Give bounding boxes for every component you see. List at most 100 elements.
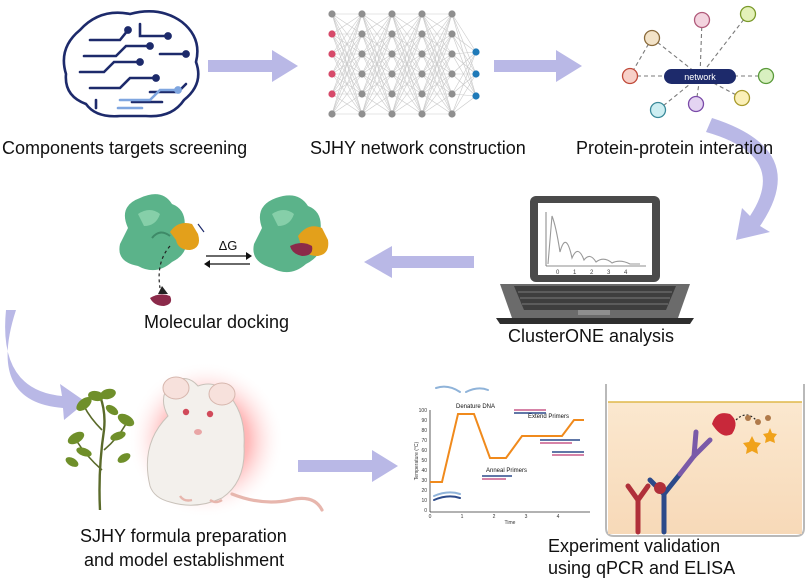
nn-node: [418, 70, 426, 78]
step-label-experiment-line2: using qPCR and ELISA: [548, 558, 736, 578]
laptop-tick-1: 1: [573, 270, 577, 276]
nn-node: [328, 10, 336, 18]
plant-icon: [65, 388, 135, 511]
ppi-node-green: [757, 67, 775, 85]
nn-node: [388, 50, 396, 58]
nn-node: [328, 110, 336, 118]
nn-node: [358, 10, 366, 18]
pcr-xtick: 3: [525, 514, 528, 520]
nn-node: [328, 90, 336, 98]
brain-highlight: [116, 86, 182, 110]
neural-network-icon: [328, 10, 480, 118]
nn-node: [388, 70, 396, 78]
network-badge: [664, 69, 736, 84]
ppi-node-red: [621, 67, 639, 85]
step-label-clusterone: ClusterONE analysis: [508, 326, 675, 346]
nn-node: [448, 90, 456, 98]
arrow-3-to-4-curve: [706, 118, 778, 240]
pcr-ylabel: Temperature (°C): [414, 441, 420, 480]
pcr-extend-label: Extend Primers: [528, 414, 569, 420]
arrow-4-to-5: [364, 246, 474, 278]
nn-node: [418, 110, 426, 118]
arrow-2-to-3: [494, 50, 582, 82]
mouse-icon: [128, 362, 324, 518]
nn-node: [358, 90, 366, 98]
nn-node: [448, 50, 456, 58]
enzyme-icon: [712, 413, 736, 436]
nn-node: [418, 50, 426, 58]
pcr-ytick: 70: [421, 438, 427, 444]
ppi-node-cyan: [649, 101, 667, 119]
nn-node: [448, 10, 456, 18]
pcr-xtick: 0: [429, 514, 432, 520]
nn-node: [328, 30, 336, 38]
equilibrium-arrows: [204, 252, 252, 268]
laptop-graph-line: [547, 215, 640, 265]
nn-node: [358, 30, 366, 38]
arrow-1-to-2: [208, 50, 298, 82]
delta-g-label: ΔG: [219, 238, 238, 253]
step-label-formula-prep-line1: SJHY formula preparation: [80, 526, 287, 546]
pcr-ytick: 100: [419, 408, 428, 414]
pcr-xtick: 1: [461, 514, 464, 520]
laptop-tick-2: 2: [590, 270, 594, 276]
laptop-icon: 0 1 2 3 4: [496, 196, 694, 324]
step-label-network-construction: SJHY network construction: [310, 138, 526, 158]
nn-node: [388, 110, 396, 118]
pcr-ytick: 50: [421, 458, 427, 464]
nn-node: [418, 10, 426, 18]
ppi-network-icon: network: [621, 5, 775, 119]
arrow-5-to-6-curve: [5, 310, 86, 420]
ppi-node-lime: [739, 5, 757, 23]
pcr-xtick: 2: [493, 514, 496, 520]
ppi-node-tan: [643, 29, 661, 47]
nn-node: [418, 90, 426, 98]
step-label-molecular-docking: Molecular docking: [144, 312, 290, 332]
network-badge-label: network: [684, 72, 716, 82]
pcr-ytick: 0: [424, 508, 427, 514]
pcr-temperature-line: [430, 413, 584, 483]
step-label-targets-screening: Components targets screening: [2, 138, 248, 158]
nn-node: [448, 110, 456, 118]
nn-node: [448, 70, 456, 78]
nn-node: [388, 90, 396, 98]
nn-node: [472, 70, 480, 78]
pcr-ytick: 60: [421, 448, 427, 454]
laptop-tick-0: 0: [556, 270, 560, 276]
pcr-ytick: 10: [421, 498, 427, 504]
nn-node: [328, 50, 336, 58]
docking-protein-left: [119, 194, 205, 306]
step-label-formula-prep-line2: and model establishment: [84, 550, 285, 570]
step-label-experiment-line1: Experiment validation: [548, 536, 721, 556]
pcr-ytick: 80: [421, 428, 427, 434]
pcr-ytick: 20: [421, 488, 427, 494]
pcr-ytick: 30: [421, 478, 427, 484]
flow-arrows: [5, 50, 778, 482]
ligand-right: [290, 243, 313, 256]
nn-node: [358, 70, 366, 78]
pcr-ytick: 90: [421, 418, 427, 424]
nn-node: [472, 92, 480, 100]
arrow-6-to-7: [298, 450, 398, 482]
elisa-well-icon: [605, 384, 805, 537]
ppi-node-pink: [693, 11, 711, 29]
nn-node: [388, 10, 396, 18]
pcr-xtick: 4: [557, 514, 560, 520]
ppi-node-violet: [687, 95, 705, 113]
nn-node: [328, 70, 336, 78]
laptop-tick-3: 3: [607, 270, 611, 276]
nn-node: [358, 50, 366, 58]
nn-node: [472, 48, 480, 56]
nn-node: [418, 30, 426, 38]
nn-node: [388, 30, 396, 38]
nn-node: [448, 30, 456, 38]
pcr-ytick: 40: [421, 468, 427, 474]
ppi-node-yellow: [733, 89, 751, 107]
step-label-ppi: Protein-protein interation: [576, 138, 774, 158]
nn-node: [358, 110, 366, 118]
pcr-anneal-label: Anneal Primers: [486, 468, 527, 474]
ligand-left: [150, 294, 172, 306]
